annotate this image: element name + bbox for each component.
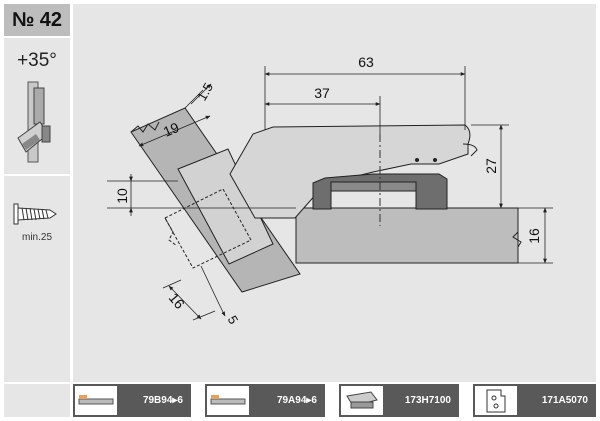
screw-icon bbox=[13, 203, 57, 225]
cup-dashed-outline bbox=[164, 188, 252, 269]
dim-16-bottom-label: 16 bbox=[166, 290, 188, 312]
angle-label: +35° bbox=[17, 50, 57, 71]
mounting-plate-icon bbox=[75, 386, 117, 415]
empty-cell bbox=[4, 384, 70, 417]
screw-panel: min.25 bbox=[4, 176, 70, 382]
mounting-plate-icon bbox=[207, 386, 249, 415]
dim-16-right-label: 16 bbox=[526, 228, 542, 244]
hinge-cup bbox=[177, 148, 274, 265]
part-code: 79B94▸6 bbox=[142, 395, 183, 406]
dim-63-label: 63 bbox=[358, 54, 374, 70]
part-code: 79A94▸6 bbox=[276, 395, 317, 406]
dim-27-label: 27 bbox=[483, 158, 499, 174]
part-171A5070[interactable]: 171A5070 bbox=[473, 384, 596, 417]
part-79A94-6[interactable]: 79A94▸6 bbox=[205, 384, 325, 417]
part-code: 171A5070 bbox=[541, 395, 588, 406]
dim-5-label: 5 bbox=[225, 313, 242, 327]
technical-drawing: 63 37 27 16 10 19 1.5 16 bbox=[73, 4, 596, 382]
cover-cap-icon bbox=[475, 386, 517, 415]
product-number-badge: № 42 bbox=[4, 4, 70, 36]
dim-10-label: 10 bbox=[114, 188, 130, 204]
part-173H7100[interactable]: 173H7100 bbox=[339, 384, 459, 417]
angle-panel: +35° bbox=[4, 38, 70, 174]
cabinet-panel bbox=[295, 207, 519, 264]
part-79B94-6[interactable]: 79B94▸6 bbox=[73, 384, 191, 417]
dim-37-label: 37 bbox=[314, 85, 330, 101]
dim-1-5-label: 1.5 bbox=[194, 80, 216, 103]
dim-19-label: 19 bbox=[161, 119, 182, 140]
panel-break-line bbox=[512, 208, 522, 263]
parts-bar: 79B94▸6 79A94▸6 173H7100 171A5070 bbox=[73, 384, 596, 417]
part-code: 173H7100 bbox=[404, 395, 451, 406]
hinge-plate-icon bbox=[341, 386, 383, 415]
hinge-angle-icon bbox=[17, 81, 51, 163]
info-column: № 42 +35° min.25 bbox=[0, 0, 70, 421]
screw-min-length: min.25 bbox=[21, 232, 52, 243]
